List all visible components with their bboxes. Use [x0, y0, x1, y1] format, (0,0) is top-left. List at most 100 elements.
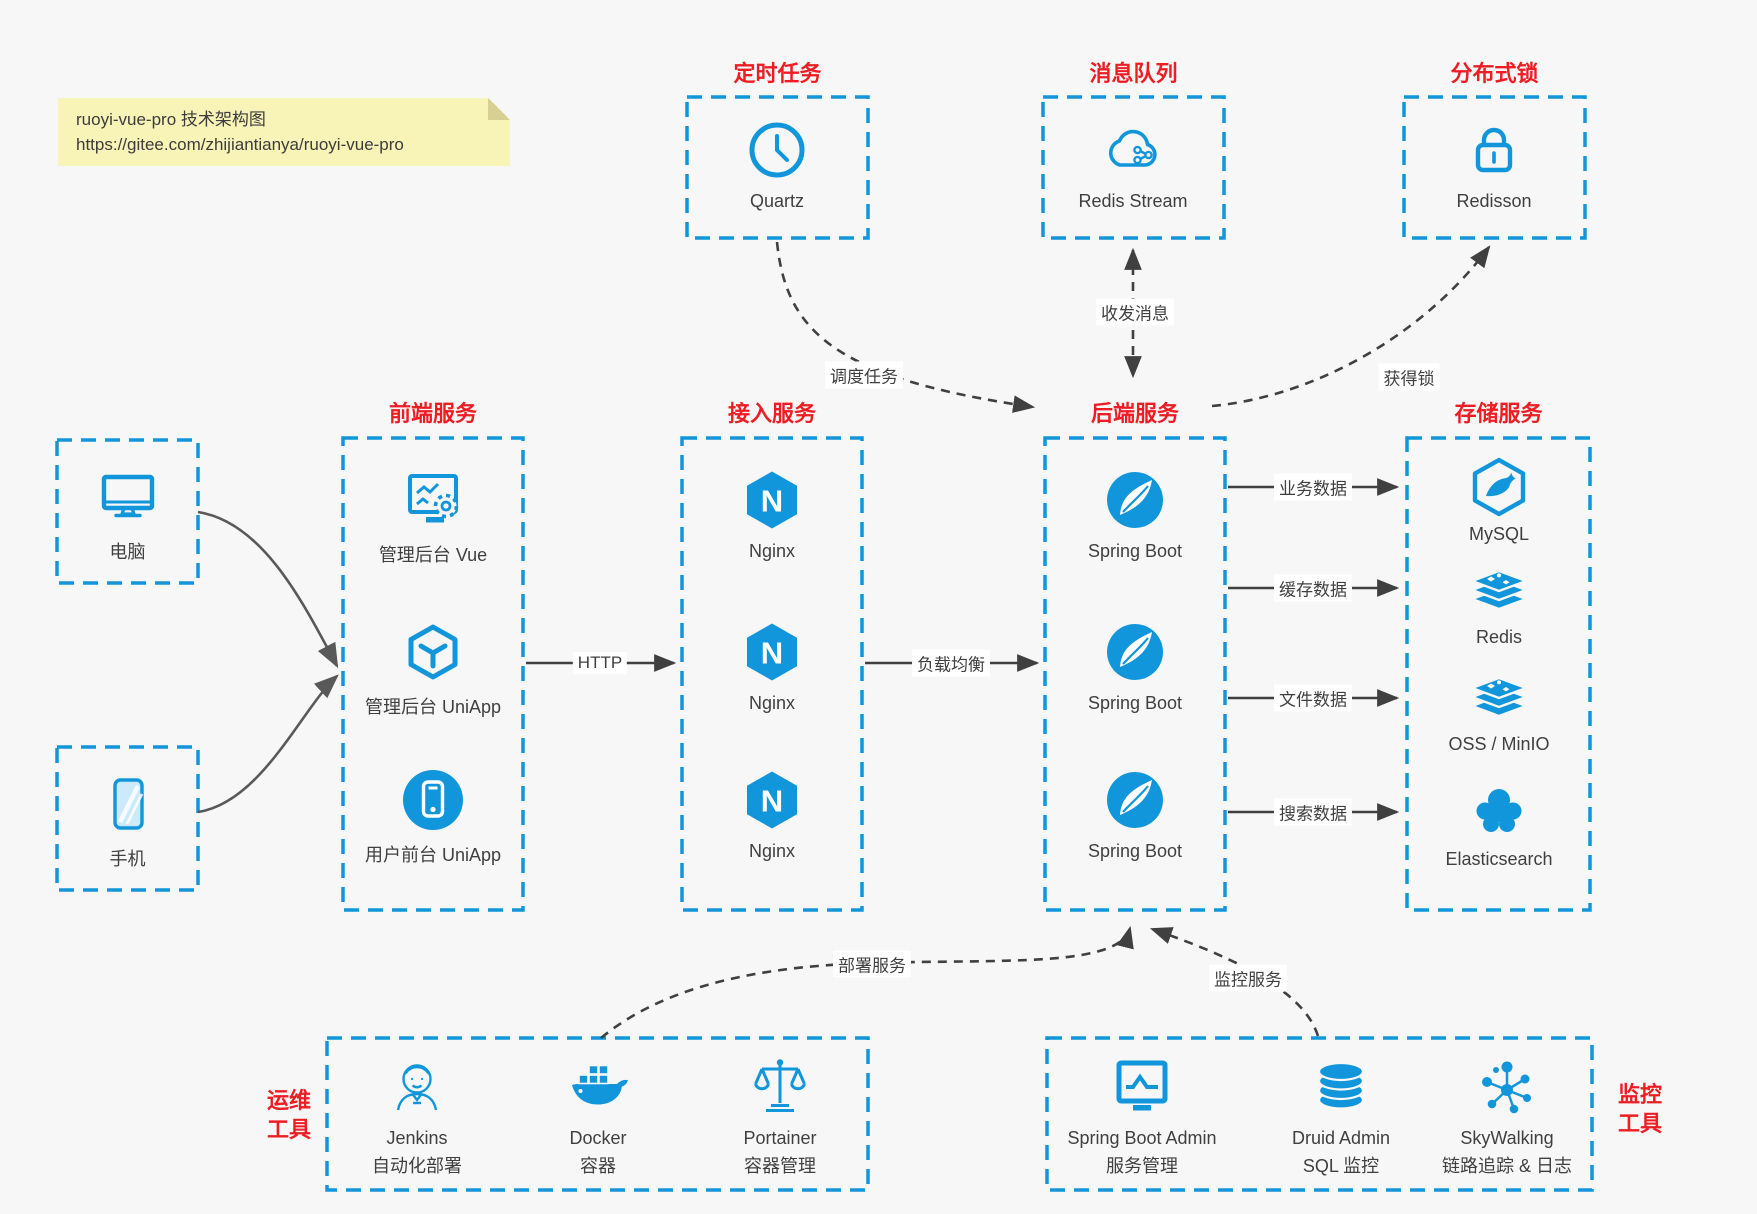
nginx-icon: N [739, 767, 805, 833]
storage-stack-icon [1466, 664, 1532, 730]
skywalking-icon [1474, 1054, 1540, 1120]
node-desc: 链路追踪 & 日志 [1441, 1156, 1572, 1176]
node-label: Elasticsearch [1445, 849, 1553, 869]
node-quartz: Quartz [692, 117, 862, 212]
node-label: 手机 [109, 849, 146, 869]
node-redis-stream: Redis Stream [1048, 117, 1218, 212]
monitor-title-line1: 监控 [1617, 1082, 1662, 1107]
mobile-icon [95, 771, 161, 837]
svg-text:N: N [761, 484, 783, 519]
ops-box [325, 1036, 870, 1192]
node-redisson: Redisson [1409, 117, 1579, 212]
monitor-tools-title: 监控 工具 [1598, 1080, 1682, 1138]
user-app-icon [400, 767, 466, 833]
edge-label-cache-data: 缓存数据 [1274, 574, 1352, 602]
title-frontend-services: 前端服务 [388, 401, 477, 426]
edge-deploy-service [600, 925, 1134, 1040]
node-label: Quartz [749, 191, 805, 211]
storage-box [1405, 436, 1592, 912]
redisson-box [1402, 95, 1587, 240]
edge-phone-frontend [197, 674, 339, 814]
node-name: Jenkins [386, 1128, 448, 1148]
node-label: Redis [1475, 627, 1523, 647]
portainer-icon [747, 1054, 813, 1120]
node-springboot-1: Spring Boot [1050, 467, 1220, 562]
node-label: Redis Stream [1078, 191, 1188, 211]
node-label: OSS / MinIO [1448, 734, 1550, 754]
node-label: Spring Boot [1087, 693, 1183, 713]
node-label: Nginx [748, 841, 796, 861]
edge-label-deploy-service: 部署服务 [833, 950, 911, 978]
note-line-1: ruoyi-vue-pro 技术架构图 [76, 110, 266, 129]
node-name: Portainer [743, 1128, 817, 1148]
spring-icon [1102, 619, 1168, 685]
gateway-box [680, 436, 864, 912]
nginx-icon: N [739, 467, 805, 533]
node-user-uniapp: 用户前台 UniApp [348, 767, 518, 867]
node-label: 用户前台 UniApp [364, 845, 502, 865]
node-label: MySQL [1468, 524, 1529, 544]
desktop-icon [95, 464, 161, 530]
mysql-icon [1466, 454, 1532, 520]
node-label: Nginx [748, 541, 796, 561]
mq-box [1041, 95, 1226, 240]
spring-icon [1102, 467, 1168, 533]
docker-icon [565, 1054, 631, 1120]
title-gateway-services: 接入服务 [727, 401, 816, 426]
edge-label-schedule-task: 调度任务 [825, 361, 903, 389]
edge-label-monitor-service: 监控服务 [1209, 964, 1287, 992]
edge-schedule-task [775, 241, 1036, 413]
node-desc: 容器 [580, 1156, 616, 1176]
node-nginx-3: N Nginx [687, 767, 857, 862]
edge-label-send-receive-msg: 收发消息 [1096, 298, 1174, 326]
node-spring-boot-admin: Spring Boot Admin 服务管理 [1057, 1054, 1227, 1178]
elasticsearch-icon [1466, 779, 1532, 845]
edge-label-load-balance: 负载均衡 [912, 649, 990, 677]
node-mysql: MySQL [1414, 454, 1584, 545]
node-computer: 电脑 [57, 464, 198, 564]
ops-title-line2: 工具 [266, 1117, 311, 1142]
node-label: Redisson [1456, 191, 1532, 211]
svg-text:N: N [761, 784, 783, 819]
druid-icon [1308, 1054, 1374, 1120]
node-skywalking: SkyWalking 链路追踪 & 日志 [1422, 1054, 1592, 1178]
frontend-box [341, 436, 525, 912]
title-distributed-lock: 分布式锁 [1450, 61, 1539, 86]
node-jenkins: Jenkins 自动化部署 [332, 1054, 502, 1178]
title-backend-services: 后端服务 [1090, 401, 1179, 426]
backend-box [1043, 436, 1227, 912]
monitor-title-line2: 工具 [1617, 1111, 1662, 1136]
node-label: 电脑 [109, 542, 146, 562]
node-label: Nginx [748, 693, 796, 713]
node-desc: SQL 监控 [1302, 1156, 1380, 1176]
node-label: Spring Boot [1087, 841, 1183, 861]
uniapp-cube-icon [400, 619, 466, 685]
clock-icon [744, 117, 810, 183]
note-line-2: https://gitee.com/zhijiantianya/ruoyi-vu… [76, 135, 404, 154]
node-oss-minio: OSS / MinIO [1414, 664, 1584, 755]
node-admin-vue: 管理后台 Vue [348, 467, 518, 567]
redis-icon [1466, 557, 1532, 623]
node-redis: Redis [1414, 557, 1584, 648]
edge-label-business-data: 业务数据 [1274, 473, 1352, 501]
node-phone: 手机 [57, 771, 198, 871]
node-name: Docker [569, 1128, 627, 1148]
node-nginx-1: N Nginx [687, 467, 857, 562]
edge-computer-frontend [197, 510, 339, 669]
spring-boot-admin-icon [1109, 1054, 1175, 1120]
node-springboot-2: Spring Boot [1050, 619, 1220, 714]
edge-label-http: HTTP [572, 652, 628, 674]
node-label: Spring Boot [1087, 541, 1183, 561]
node-elasticsearch: Elasticsearch [1414, 779, 1584, 870]
cloud-stream-icon [1100, 117, 1166, 183]
edge-monitor-service [1149, 927, 1320, 1037]
node-springboot-3: Spring Boot [1050, 767, 1220, 862]
spring-icon [1102, 767, 1168, 833]
node-desc: 自动化部署 [372, 1156, 462, 1176]
nginx-icon: N [739, 619, 805, 685]
note-fold-corner [488, 98, 510, 120]
node-druid-admin: Druid Admin SQL 监控 [1256, 1054, 1426, 1178]
node-admin-uniapp: 管理后台 UniApp [348, 619, 518, 719]
node-nginx-2: N Nginx [687, 619, 857, 714]
